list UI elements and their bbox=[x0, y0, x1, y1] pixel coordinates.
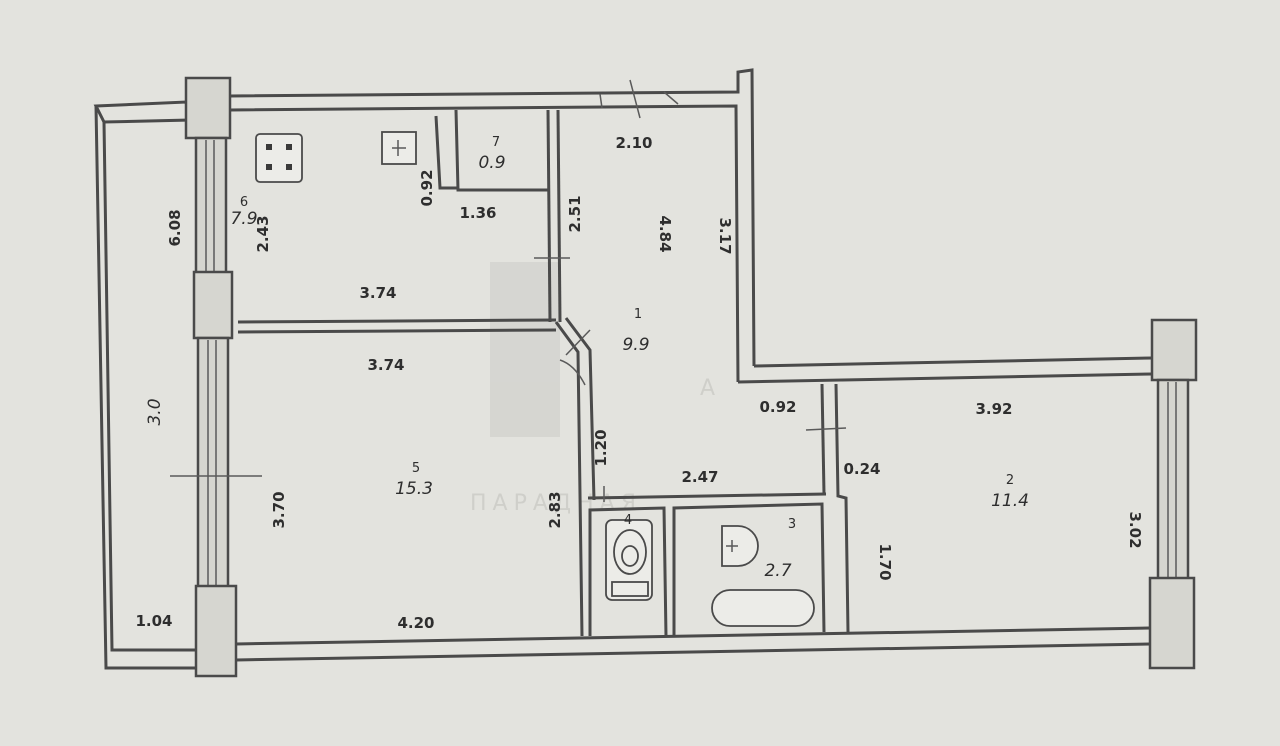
dimension-label: 4.20 bbox=[397, 614, 434, 632]
dimension-label: 1.70 bbox=[876, 543, 894, 580]
toilet-number: 4 bbox=[624, 513, 632, 528]
sink-icon bbox=[381, 131, 417, 165]
bath-area: 2.7 bbox=[764, 561, 791, 581]
dimension-label: 2.10 bbox=[615, 134, 652, 152]
room-bedroom: 2 11.4 bbox=[991, 473, 1029, 511]
left-exterior-wall bbox=[184, 76, 238, 678]
watermark-text: ПАРАДНАЯ bbox=[470, 491, 642, 516]
hall-area: 9.9 bbox=[622, 335, 649, 355]
room-hall: 1 9.9 bbox=[622, 307, 649, 355]
hall-number: 1 bbox=[634, 307, 642, 322]
dimension-label: 0.92 bbox=[418, 169, 436, 206]
door-swings bbox=[170, 257, 847, 502]
room-kitchen: 6 7.9 bbox=[230, 195, 257, 229]
pantry-area: 0.9 bbox=[478, 153, 505, 173]
dimension-label: 1.04 bbox=[135, 612, 172, 630]
dimension-label: 2.47 bbox=[681, 468, 718, 486]
loggia-area: 3.0 bbox=[145, 398, 165, 425]
bathtub-icon bbox=[711, 589, 815, 627]
dimension-label: 2.43 bbox=[254, 215, 272, 252]
washbasin-icon bbox=[721, 525, 759, 567]
bedroom-area: 11.4 bbox=[991, 491, 1029, 511]
toilet-icon bbox=[605, 519, 653, 601]
living-number: 5 bbox=[412, 461, 420, 476]
right-exterior-wall bbox=[737, 318, 1198, 670]
room-bath: 3 2.7 bbox=[764, 517, 796, 581]
dimension-label: 0.24 bbox=[843, 460, 880, 478]
dimension-label: 3.17 bbox=[716, 217, 734, 254]
room-pantry: 7 0.9 bbox=[478, 135, 505, 173]
room-loggia: 3.0 bbox=[145, 398, 165, 425]
living-area: 15.3 bbox=[395, 479, 433, 499]
watermark-letter: A bbox=[700, 376, 721, 401]
dimension-label: 3.02 bbox=[1126, 511, 1144, 548]
dimension-label: 3.70 bbox=[270, 491, 288, 528]
dimension-label: 1.20 bbox=[592, 429, 610, 466]
dimension-label: 3.74 bbox=[367, 356, 404, 374]
room-living: 5 15.3 bbox=[395, 461, 433, 499]
dimension-label: 3.92 bbox=[975, 400, 1012, 418]
bath-number: 3 bbox=[788, 517, 796, 532]
dimension-label: 2.83 bbox=[546, 491, 564, 528]
dimension-label: 3.74 bbox=[359, 284, 396, 302]
room-toilet: 4 bbox=[624, 513, 632, 528]
bottom-exterior-wall bbox=[235, 626, 1151, 662]
interior-walls bbox=[237, 109, 850, 637]
dimension-label: 4.84 bbox=[656, 215, 674, 252]
dimension-label: 0.92 bbox=[759, 398, 796, 416]
pantry-number: 7 bbox=[492, 135, 500, 150]
dimension-label: 1.36 bbox=[459, 204, 496, 222]
top-exterior-wall bbox=[229, 68, 756, 383]
kitchen-area: 7.9 bbox=[230, 209, 257, 229]
kitchen-number: 6 bbox=[240, 195, 248, 210]
dimension-label: 6.08 bbox=[166, 209, 184, 246]
dimension-labels: 6.08 2.43 0.92 1.36 3.74 2.51 2.10 4.84 … bbox=[135, 134, 1144, 632]
stove-icon bbox=[255, 133, 303, 183]
dimension-label: 2.51 bbox=[566, 195, 584, 232]
bedroom-number: 2 bbox=[1006, 473, 1014, 488]
